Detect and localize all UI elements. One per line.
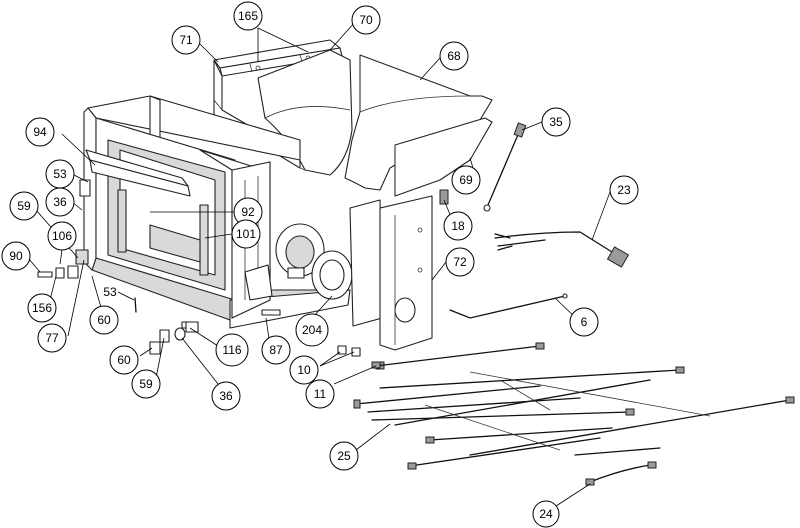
part-top-cover bbox=[213, 39, 343, 77]
svg-text:36: 36 bbox=[53, 195, 67, 209]
callout-53-upper: 53 bbox=[45, 159, 75, 189]
svg-text:11: 11 bbox=[314, 387, 327, 401]
callout-23: 23 bbox=[609, 175, 639, 205]
svg-text:90: 90 bbox=[9, 249, 23, 263]
svg-text:24: 24 bbox=[539, 507, 553, 521]
svg-text:156: 156 bbox=[32, 301, 52, 315]
callout-11: 11 bbox=[305, 379, 335, 409]
callout-70: 70 bbox=[351, 5, 381, 35]
callout-36-lower: 36 bbox=[211, 381, 241, 411]
callout-101: 101 bbox=[231, 219, 261, 249]
callout-71: 71 bbox=[171, 25, 201, 55]
callout-60-lower: 60 bbox=[109, 345, 139, 375]
callout-106: 106 bbox=[47, 221, 77, 251]
svg-text:101: 101 bbox=[236, 227, 256, 241]
svg-text:106: 106 bbox=[52, 229, 72, 243]
svg-text:10: 10 bbox=[297, 363, 311, 377]
callout-10: 10 bbox=[289, 355, 319, 385]
callout-60-upper: 60 bbox=[89, 305, 119, 335]
part-side-bracket bbox=[394, 117, 493, 197]
svg-text:36: 36 bbox=[219, 389, 233, 403]
callout-18: 18 bbox=[443, 211, 473, 241]
callout-204: 204 bbox=[295, 313, 329, 347]
svg-text:6: 6 bbox=[581, 315, 588, 329]
part-main-housing bbox=[83, 95, 351, 329]
callout-165: 165 bbox=[233, 1, 263, 31]
callout-116: 116 bbox=[215, 333, 249, 367]
svg-text:94: 94 bbox=[33, 125, 47, 139]
callout-24: 24 bbox=[532, 500, 560, 528]
part-vertical-panel bbox=[349, 195, 433, 351]
part-clip bbox=[439, 189, 449, 205]
svg-text:71: 71 bbox=[179, 33, 193, 47]
callout-87: 87 bbox=[261, 335, 291, 365]
svg-text:60: 60 bbox=[97, 313, 111, 327]
part-curved-chute bbox=[257, 49, 353, 176]
svg-text:92: 92 bbox=[241, 205, 255, 219]
svg-text:165: 165 bbox=[238, 9, 258, 23]
callout-59-upper: 59 bbox=[9, 191, 39, 221]
svg-text:87: 87 bbox=[269, 343, 283, 357]
callout-94: 94 bbox=[25, 117, 55, 147]
part-probe bbox=[483, 122, 527, 212]
callout-77: 77 bbox=[37, 323, 67, 353]
leader-lines bbox=[27, 21, 611, 507]
part-power-cord bbox=[494, 231, 630, 268]
callout-59-lower: 59 bbox=[131, 369, 161, 399]
callout-25: 25 bbox=[329, 441, 359, 471]
callout-72: 72 bbox=[445, 247, 475, 277]
svg-text:35: 35 bbox=[549, 115, 563, 129]
svg-text:68: 68 bbox=[447, 49, 461, 63]
svg-text:59: 59 bbox=[17, 199, 31, 213]
callout-35: 35 bbox=[541, 107, 571, 137]
svg-text:53: 53 bbox=[53, 167, 67, 181]
svg-text:72: 72 bbox=[453, 255, 467, 269]
svg-text:53: 53 bbox=[103, 285, 117, 299]
part-wire-harness bbox=[353, 342, 795, 470]
callout-6: 6 bbox=[569, 307, 599, 337]
svg-text:116: 116 bbox=[222, 343, 241, 357]
callout-36-upper: 36 bbox=[45, 187, 75, 217]
callout-68: 68 bbox=[439, 41, 469, 71]
svg-text:59: 59 bbox=[139, 377, 153, 391]
callout-69: 69 bbox=[451, 165, 481, 195]
part-blower bbox=[275, 223, 353, 300]
callout-53-lower: 53 bbox=[103, 285, 117, 299]
part-rod bbox=[449, 293, 568, 319]
svg-text:23: 23 bbox=[617, 183, 631, 197]
part-short-cable bbox=[585, 461, 657, 486]
svg-text:25: 25 bbox=[337, 449, 351, 463]
svg-text:77: 77 bbox=[45, 331, 59, 345]
svg-text:70: 70 bbox=[359, 13, 373, 27]
callout-156: 156 bbox=[27, 293, 57, 323]
svg-text:60: 60 bbox=[117, 353, 131, 367]
callout-90: 90 bbox=[1, 241, 31, 271]
svg-text:18: 18 bbox=[451, 219, 465, 233]
svg-text:204: 204 bbox=[302, 323, 322, 337]
callout-92: 92 bbox=[233, 197, 263, 227]
svg-text:69: 69 bbox=[459, 173, 473, 187]
